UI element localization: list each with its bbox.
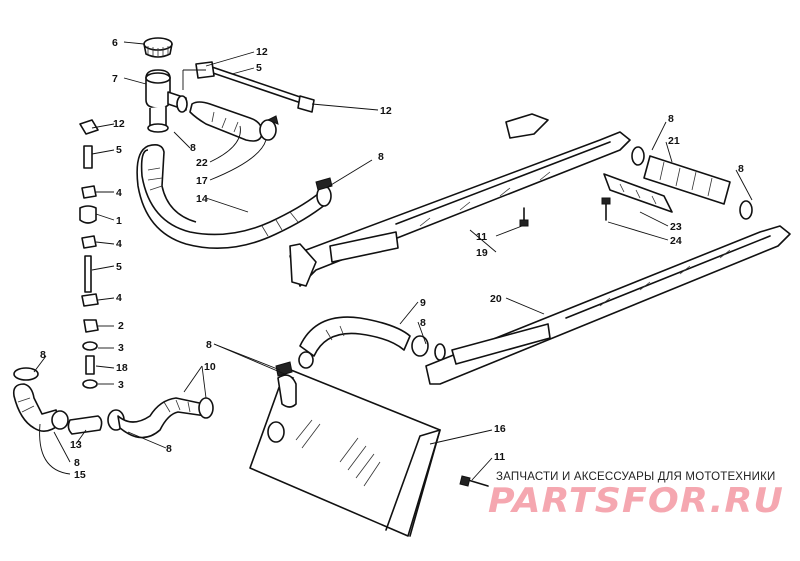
heat-exchanger — [249, 361, 441, 537]
shield-23 — [603, 173, 673, 213]
callout-2: 2 — [118, 320, 124, 332]
hose-21 — [631, 146, 753, 220]
bleed-assembly — [79, 119, 99, 389]
callout-21: 21 — [668, 135, 680, 147]
callout-8: 8 — [378, 151, 384, 163]
callout-14: 14 — [196, 193, 208, 205]
callout-3: 3 — [118, 342, 124, 354]
overflow-tube-top — [182, 61, 315, 113]
callout-4: 4 — [116, 187, 122, 199]
callout-23: 23 — [670, 221, 682, 233]
callout-12: 12 — [380, 105, 392, 117]
callout-19: 19 — [476, 247, 488, 259]
callout-8: 8 — [74, 457, 80, 469]
callout-10: 10 — [204, 361, 216, 373]
callout-5: 5 — [116, 144, 122, 156]
callout-1: 1 — [116, 215, 122, 227]
callout-5: 5 — [256, 62, 262, 74]
leader-lines — [33, 41, 753, 481]
callout-6: 6 — [112, 37, 118, 49]
callout-8: 8 — [40, 349, 46, 361]
watermark-caption: ЗАПЧАСТИ И АКСЕССУАРЫ ДЛЯ МОТОТЕХНИКИ — [496, 471, 776, 483]
callout-5: 5 — [116, 261, 122, 273]
cover-plate — [505, 113, 549, 139]
callout-3: 3 — [118, 379, 124, 391]
callout-18: 18 — [116, 362, 128, 374]
hose-9 — [298, 316, 446, 369]
hose-mid — [117, 397, 214, 439]
hose-long — [136, 144, 333, 249]
clamp-neck — [147, 95, 188, 133]
rail-right — [425, 225, 791, 385]
hose-short — [189, 101, 279, 142]
bolts — [459, 197, 611, 487]
callout-22: 22 — [196, 157, 208, 169]
callout-8: 8 — [738, 163, 744, 175]
callout-8: 8 — [166, 443, 172, 455]
rail-left — [289, 131, 631, 287]
callout-24: 24 — [670, 235, 682, 247]
watermark: ЗАПЧАСТИ И АКСЕССУАРЫ ДЛЯ МОТОТЕХНИКИ PA… — [488, 471, 784, 521]
callout-11: 11 — [476, 231, 487, 243]
watermark-logo: PARTSFOR.RU — [488, 481, 784, 521]
callout-8: 8 — [420, 317, 426, 329]
callout-8: 8 — [206, 339, 212, 351]
callout-4: 4 — [116, 292, 122, 304]
callout-15: 15 — [74, 469, 86, 481]
callout-13: 13 — [70, 439, 82, 451]
callout-17: 17 — [196, 175, 208, 187]
callout-16: 16 — [494, 423, 506, 435]
callout-8: 8 — [668, 113, 674, 125]
callout-4: 4 — [116, 238, 122, 250]
hose-lower-left — [12, 367, 125, 435]
callout-11: 11 — [494, 451, 505, 463]
callout-12: 12 — [113, 118, 125, 130]
callout-labels: 6 7 12 5 12 12 5 4 1 4 5 4 2 3 18 3 8 22… — [40, 37, 744, 481]
callout-8: 8 — [190, 142, 196, 154]
radiator-cap — [143, 37, 173, 58]
callout-20: 20 — [490, 293, 502, 305]
callout-12: 12 — [256, 46, 268, 58]
callout-9: 9 — [420, 297, 426, 309]
callout-7: 7 — [112, 73, 118, 85]
